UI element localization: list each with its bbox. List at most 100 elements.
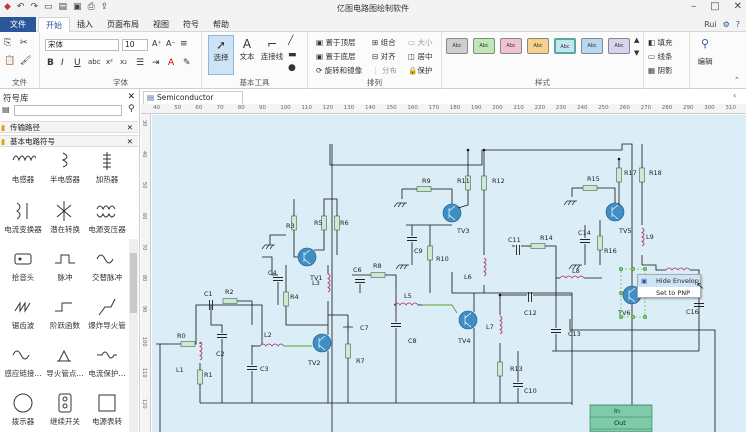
variable-resistor[interactable] [343,323,353,331]
capacitor[interactable] [407,237,417,241]
symbol-item[interactable]: 加热器 [86,151,128,185]
wire[interactable] [642,264,666,271]
io-table[interactable] [589,404,653,432]
inductor[interactable] [483,257,487,277]
file-menu-button[interactable]: 文件 [0,17,36,32]
save-icon[interactable]: ▣ [73,2,82,12]
symbol-item[interactable]: 锯齿波 [2,297,44,331]
font-size-select[interactable]: 10 [122,39,148,51]
wire[interactable] [597,187,616,203]
ground-symbol[interactable] [568,264,582,270]
distribute-button[interactable]: ⋮ 分布 [372,66,397,75]
ground-symbol[interactable] [393,202,407,208]
junction-dot[interactable] [498,293,502,297]
resistor[interactable] [283,291,289,307]
undo-icon[interactable]: ↶ [16,2,25,12]
transistor[interactable] [458,310,478,330]
line-button[interactable]: ▭ 线条 [648,52,673,61]
resistor[interactable] [530,243,546,249]
style-swatch-cyan[interactable]: Abc [554,38,576,54]
menu-item-hide-envelop[interactable]: ▣ Hide Envelop [638,275,700,287]
line-tool-icon[interactable]: ╱ [288,36,294,46]
capacitor[interactable] [551,329,561,333]
wire[interactable] [262,256,278,276]
settings-gear-icon[interactable]: ⚙ [722,20,730,29]
export-icon[interactable]: ⇪ [100,2,109,12]
inductor[interactable] [665,267,691,271]
wire[interactable] [269,234,286,245]
highlighted-wire[interactable] [422,304,458,314]
size-button[interactable]: ▭ 大小 [408,38,433,47]
tab-page-layout[interactable]: 页面布局 [107,20,139,29]
library-section-transmission[interactable]: ▮ 传输路径 ✕ [0,121,138,133]
search-icon[interactable]: ⚲ [128,104,135,114]
symbol-item[interactable]: 导火管点... [44,345,86,379]
close-section-icon[interactable]: ✕ [126,137,133,146]
close-panel-icon[interactable]: ✕ [127,92,135,102]
resistor[interactable] [222,298,238,304]
scrollbar-thumb[interactable] [130,253,137,313]
bold-icon[interactable]: B [47,58,54,68]
center-button[interactable]: ◫ 居中 [408,52,433,61]
selection-handle[interactable] [618,266,624,272]
tab-home[interactable]: 开始 [38,17,70,32]
menu-item-set-to-pnp[interactable]: Set to PNP [656,289,691,297]
resistor[interactable] [481,175,487,191]
wire[interactable] [323,198,338,216]
edit-button[interactable]: ⚲ 编辑 [693,37,717,67]
help-icon[interactable]: ? [735,20,740,29]
inductor[interactable] [559,275,585,279]
paste-icon[interactable]: 📋 [4,56,16,66]
selection-handle[interactable] [642,266,648,272]
subscript-icon[interactable]: x₂ [120,58,127,66]
capacitor[interactable] [516,245,520,255]
text-tool-button[interactable]: A 文本 [235,35,259,75]
symbol-item[interactable]: 阶跃函数 [44,297,86,331]
sidebar-scrollbar[interactable] [129,239,138,432]
new-icon[interactable]: ▭ [44,2,53,12]
protect-button[interactable]: 🔒保护 [408,66,433,75]
bring-to-front-button[interactable]: ▣ 置于顶层 [316,38,356,47]
selection-handle[interactable] [630,266,636,272]
style-swatch-green[interactable]: Abc [473,38,495,54]
tab-scroll-icon[interactable]: ‹ [733,91,737,100]
shadow-button[interactable]: ▦ 阴影 [648,66,673,75]
selection-handle[interactable] [618,314,624,320]
resistor[interactable] [197,369,203,385]
resistor[interactable] [639,167,645,183]
wire[interactable] [385,274,397,287]
bullets-icon[interactable]: ☰ [136,58,145,68]
inductor[interactable] [259,343,285,347]
tab-view[interactable]: 视图 [153,20,169,29]
symbol-search-input[interactable] [14,105,122,116]
superscript-icon[interactable]: x² [106,58,113,66]
wire[interactable] [690,269,700,351]
capacitor[interactable] [355,279,365,283]
resistor[interactable] [497,361,503,377]
transistor[interactable] [297,247,317,267]
inductor[interactable] [393,302,419,306]
capacitor[interactable] [528,292,532,302]
symbol-item[interactable]: 潜在转换 [44,201,86,235]
fill-button[interactable]: ◧ 填充 [648,38,673,47]
tab-insert[interactable]: 插入 [77,20,93,29]
symbol-item[interactable]: 感应链接... [2,345,44,379]
wire[interactable] [457,190,469,209]
symbol-item[interactable]: 电源表转 [86,393,128,427]
wire[interactable] [210,305,223,333]
format-painter-icon[interactable]: 🖌 [20,56,32,66]
symbol-item[interactable]: 拨示器 [2,393,44,427]
open-icon[interactable]: ▤ [58,2,68,12]
strikethrough-icon[interactable]: abc [88,58,101,66]
style-swatch-purple[interactable]: Abc [608,38,630,54]
align-button[interactable]: ⊟ 对齐 [372,52,396,61]
symbol-item[interactable]: 爆炸导火管 [86,297,128,331]
font-name-select[interactable]: 宋体 [45,39,119,51]
resistor[interactable] [370,272,386,278]
connector-tool-button[interactable]: ⌐ 连接线 [260,37,284,61]
print-icon[interactable]: ⎙ [87,2,95,12]
transistor[interactable] [605,202,625,222]
tab-help[interactable]: 帮助 [213,20,229,29]
